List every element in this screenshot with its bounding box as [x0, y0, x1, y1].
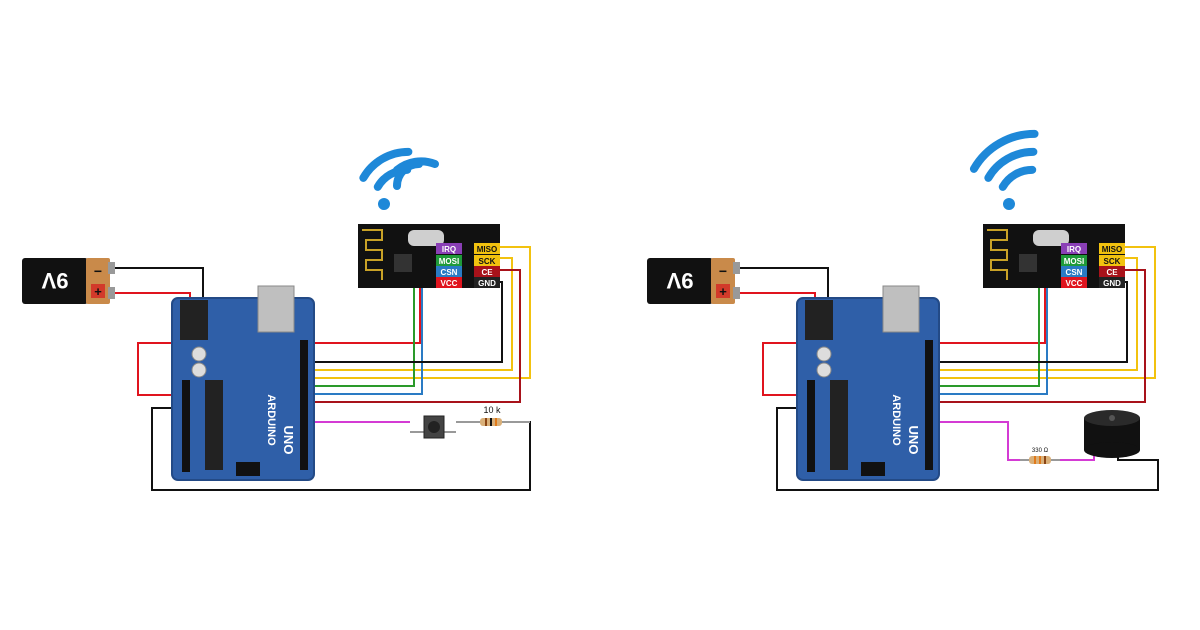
battery-voltage-label: 9V — [41, 268, 68, 293]
pin-ce-label: CE — [481, 268, 493, 277]
crystal — [408, 230, 444, 246]
pcb-antenna — [987, 229, 1008, 280]
power-jack — [180, 300, 208, 340]
pin-ce-label: CE — [1106, 268, 1118, 277]
pin-irq-label: IRQ — [1067, 245, 1081, 254]
battery-positive-terminal — [91, 284, 105, 298]
pin-mosi-label: MOSI — [439, 257, 459, 266]
nrf24-radio-module: IRQ MOSI CSN VCC MISO SCK CE GND — [983, 224, 1125, 288]
wire-pin9-ce — [937, 269, 1146, 403]
battery-negative-wire — [737, 267, 829, 298]
resistor-value-label: 330 Ω — [1032, 448, 1049, 454]
pin-csn — [436, 266, 462, 277]
wire-pin9-ce — [312, 269, 521, 403]
pin-sck-label: SCK — [1104, 257, 1121, 266]
wire-pin13-sck — [312, 257, 513, 371]
resistor-value-label: 10 k — [483, 405, 501, 415]
piezo-buzzer — [1084, 410, 1140, 458]
resistor-330: 330 Ω — [1020, 448, 1060, 464]
power-jack — [805, 300, 833, 340]
pin-sck — [1099, 255, 1125, 266]
power-header — [182, 380, 190, 472]
pin-ce — [474, 266, 500, 277]
power-header — [807, 380, 815, 472]
pin-miso — [474, 243, 500, 254]
wifi-icon — [969, 129, 1039, 210]
pin-gnd-label: GND — [1103, 279, 1121, 288]
radio-chip — [1019, 254, 1037, 272]
pin-csn-label: CSN — [1066, 268, 1083, 277]
pin-gnd — [1099, 277, 1125, 288]
pin-irq-label: IRQ — [442, 245, 456, 254]
capacitor — [191, 346, 207, 362]
pin-mosi — [436, 255, 462, 266]
wifi-icon — [359, 147, 439, 210]
usb-port — [257, 285, 295, 333]
battery-plus-label: + — [719, 284, 727, 299]
pin-vcc-label: VCC — [441, 279, 458, 288]
digital-header — [925, 340, 933, 470]
pin-irq — [1061, 243, 1087, 254]
board-brand-label: ARDUINO — [265, 394, 277, 446]
capacitor — [816, 346, 832, 362]
battery-9v: 9V − + — [22, 258, 115, 304]
radio-chip — [394, 254, 412, 272]
pin-gnd-label: GND — [478, 279, 496, 288]
microcontroller-chip — [205, 380, 223, 470]
capacitor — [191, 362, 207, 378]
resistor-10k: 10 k — [456, 405, 530, 426]
pin-csn — [1061, 266, 1087, 277]
battery-9v: 9V − + — [647, 258, 740, 304]
board-brand-label: ARDUINO — [890, 394, 902, 446]
push-button — [410, 415, 456, 439]
battery-plus-label: + — [94, 284, 102, 299]
arduino-uno-board: ARDUINO UNO — [171, 285, 315, 481]
pin-miso — [1099, 243, 1125, 254]
pin-ce — [1099, 266, 1125, 277]
pcb-antenna — [362, 229, 383, 280]
nrf24-radio-module: IRQ MOSI CSN VCC MISO SCK CE GND — [358, 224, 500, 288]
pin-vcc-label: VCC — [1066, 279, 1083, 288]
digital-header — [300, 340, 308, 470]
board-model-label: UNO — [281, 426, 296, 455]
pin-sck-label: SCK — [479, 257, 496, 266]
crystal — [1033, 230, 1069, 246]
pin-miso-label: MISO — [1102, 245, 1122, 254]
battery-positive-terminal — [716, 284, 730, 298]
pin-mosi — [1061, 255, 1087, 266]
arduino-uno-board: ARDUINO UNO — [796, 285, 940, 481]
pin-csn-label: CSN — [441, 268, 458, 277]
right-circuit: 9V − + ARDUINO UNO — [647, 129, 1159, 491]
pin-sck — [474, 255, 500, 266]
battery-minus-label: − — [719, 263, 727, 279]
wire-pin2-buzzer — [937, 421, 1030, 461]
pin-miso-label: MISO — [477, 245, 497, 254]
board-model-label: UNO — [906, 426, 921, 455]
pin-vcc — [436, 277, 462, 288]
usb-port — [882, 285, 920, 333]
pin-mosi-label: MOSI — [1064, 257, 1084, 266]
pin-gnd — [474, 277, 500, 288]
capacitor — [816, 362, 832, 378]
wire-pin13-sck — [937, 257, 1138, 371]
battery-negative-wire — [112, 267, 204, 298]
left-circuit: 9V − + ARDUINO UNO — [22, 147, 531, 491]
battery-minus-label: − — [94, 263, 102, 279]
ground-wire — [776, 407, 1159, 491]
pin-vcc — [1061, 277, 1087, 288]
microcontroller-chip — [830, 380, 848, 470]
icsp-header — [861, 462, 885, 476]
icsp-header — [236, 462, 260, 476]
battery-voltage-label: 9V — [666, 268, 693, 293]
pin-irq — [436, 243, 462, 254]
